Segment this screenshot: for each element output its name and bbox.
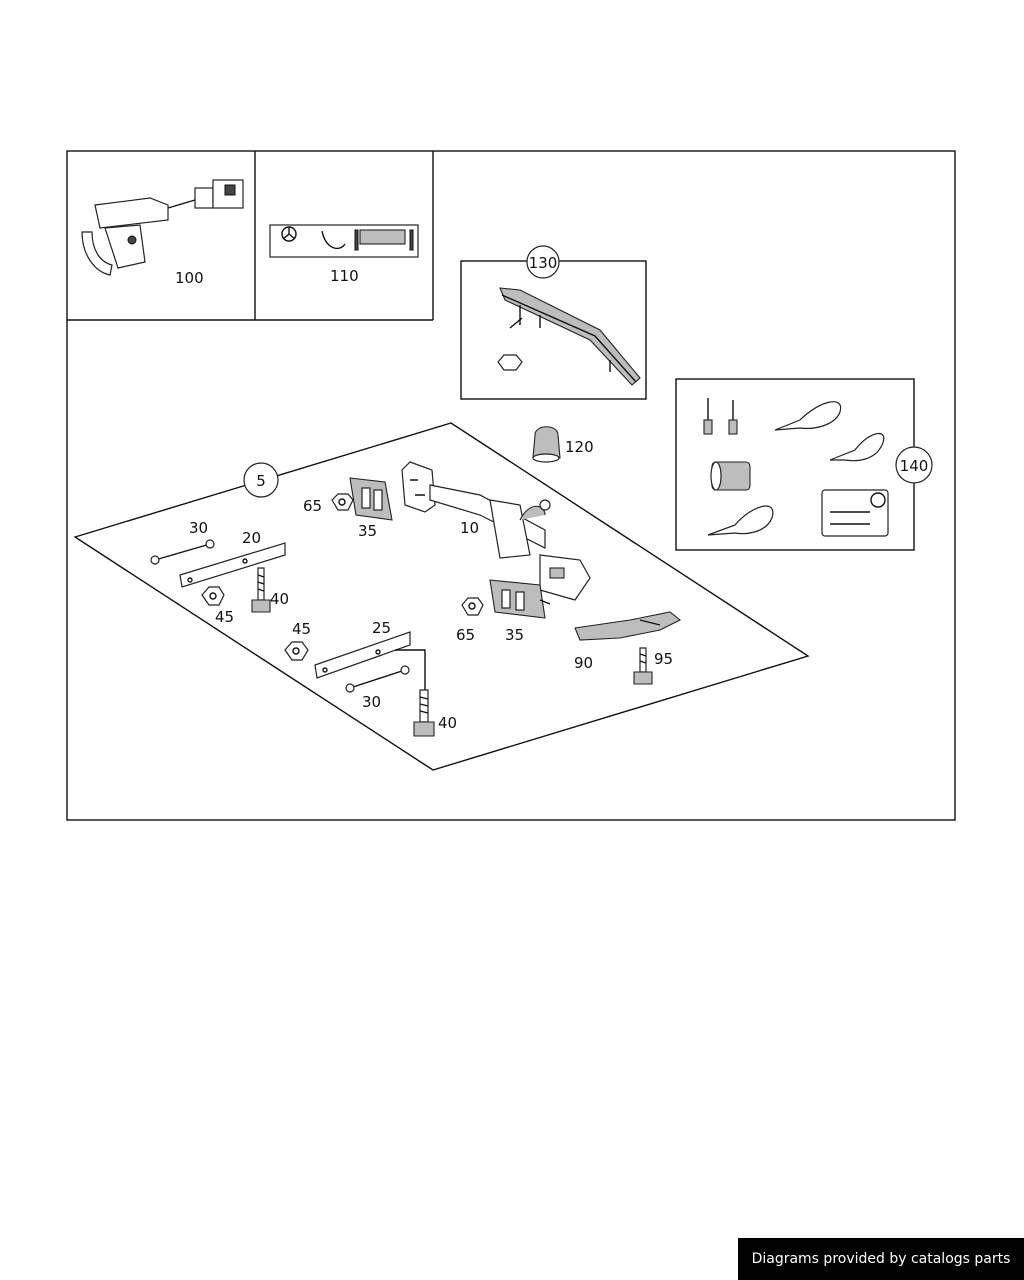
assembly-platform bbox=[73, 422, 810, 771]
callout-120: 120 bbox=[565, 438, 594, 456]
callout-40b: 40 bbox=[438, 714, 457, 732]
callout-90: 90 bbox=[574, 654, 593, 672]
part-45-nut-lower bbox=[284, 641, 309, 661]
part-65-nut-upper bbox=[331, 493, 354, 511]
callout-10: 10 bbox=[460, 519, 479, 537]
part-35-bracket-upper bbox=[349, 477, 393, 521]
callout-65a: 65 bbox=[303, 497, 322, 515]
callout-25: 25 bbox=[372, 619, 391, 637]
part-20-bar bbox=[179, 542, 286, 588]
callout-5-circle bbox=[243, 462, 279, 498]
callout-45a: 45 bbox=[215, 608, 234, 626]
callout-30b: 30 bbox=[362, 693, 381, 711]
part-10-towbar bbox=[401, 461, 591, 601]
part-140-kit bbox=[703, 398, 933, 537]
callout-130-circle bbox=[526, 245, 560, 279]
callout-40a: 40 bbox=[270, 590, 289, 608]
part-30-cable-lower bbox=[345, 665, 410, 693]
part-130-reinforcement bbox=[497, 245, 641, 386]
callout-130: 130 bbox=[529, 254, 558, 272]
frame-130 bbox=[460, 260, 647, 400]
part-40-bolt-upper bbox=[251, 567, 271, 613]
callout-95: 95 bbox=[654, 650, 673, 668]
part-25-bar bbox=[314, 631, 426, 690]
callout-110: 110 bbox=[330, 267, 359, 285]
part-35-bracket-lower bbox=[489, 579, 551, 619]
callout-100: 100 bbox=[175, 269, 204, 287]
part-110-decal bbox=[269, 224, 419, 258]
part-90-cover bbox=[574, 611, 682, 641]
callout-140-circle bbox=[895, 446, 933, 484]
callout-65b: 65 bbox=[456, 626, 475, 644]
part-100-harness bbox=[81, 179, 244, 276]
part-40-bolt-lower bbox=[413, 689, 435, 737]
part-120-cap bbox=[532, 426, 561, 463]
callout-20: 20 bbox=[242, 529, 261, 547]
callout-140: 140 bbox=[900, 457, 929, 475]
part-65-nut-lower bbox=[461, 597, 484, 616]
callout-35b: 35 bbox=[505, 626, 524, 644]
callout-5: 5 bbox=[256, 472, 266, 490]
callout-30a: 30 bbox=[189, 519, 208, 537]
part-95-bolt bbox=[633, 647, 653, 685]
credit-banner: Diagrams provided by catalogs parts bbox=[738, 1238, 1024, 1280]
callout-45b: 45 bbox=[292, 620, 311, 638]
outer-frame bbox=[66, 150, 956, 821]
part-30-cable-upper bbox=[150, 539, 215, 565]
callout-35a: 35 bbox=[358, 522, 377, 540]
part-45-nut-upper bbox=[201, 586, 225, 606]
